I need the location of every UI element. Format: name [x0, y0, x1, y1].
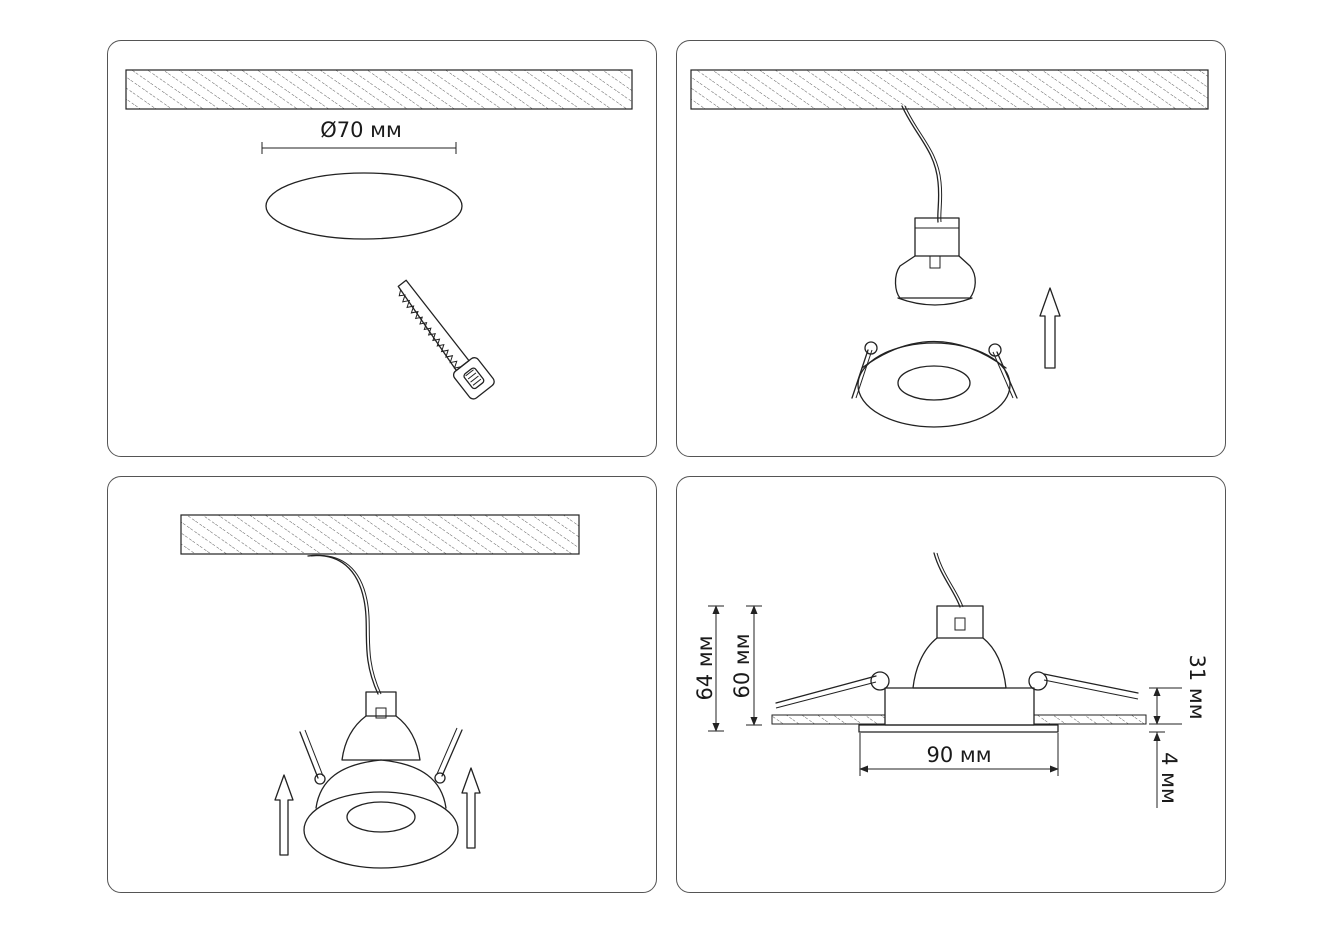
- width-label: 90 мм: [926, 743, 991, 767]
- dimension-height-60: 60 мм: [730, 605, 762, 726]
- depth-label: 31 мм: [1185, 654, 1209, 719]
- ceiling-hole: [265, 172, 463, 240]
- panel-dimensions: [676, 476, 1226, 893]
- fixture-side-view: [771, 605, 1147, 733]
- height-body-label: 60 мм: [730, 633, 754, 698]
- dimension-height-64: 64 мм: [693, 605, 724, 732]
- ceiling-hatch-3: [180, 514, 580, 555]
- fixture-housing-2: [851, 341, 1018, 428]
- rim-label: 4 мм: [1157, 752, 1181, 804]
- power-wire: [901, 105, 940, 223]
- saw-icon: [397, 279, 495, 400]
- height-total-label: 64 мм: [693, 635, 717, 700]
- power-wire-4: [933, 552, 961, 608]
- ceiling-hatch-2: [690, 69, 1209, 110]
- ceiling-hatch-1: [125, 69, 633, 110]
- up-arrow-icon: [1039, 287, 1061, 369]
- dimension-depth-31: 31 мм: [1149, 654, 1209, 725]
- hole-diameter-dimension: Ø70 мм: [261, 118, 457, 154]
- up-arrow-icon-right: [461, 767, 481, 849]
- hole-diameter-label: Ø70 мм: [320, 118, 402, 142]
- dimension-width-90: 90 мм: [859, 733, 1059, 776]
- power-wire-3: [307, 554, 379, 695]
- up-arrow-icon-left: [274, 774, 294, 856]
- dimension-rim-4: 4 мм: [1149, 731, 1181, 808]
- fixture-installed: [299, 691, 463, 869]
- lamp-socket-bulb: [894, 217, 976, 306]
